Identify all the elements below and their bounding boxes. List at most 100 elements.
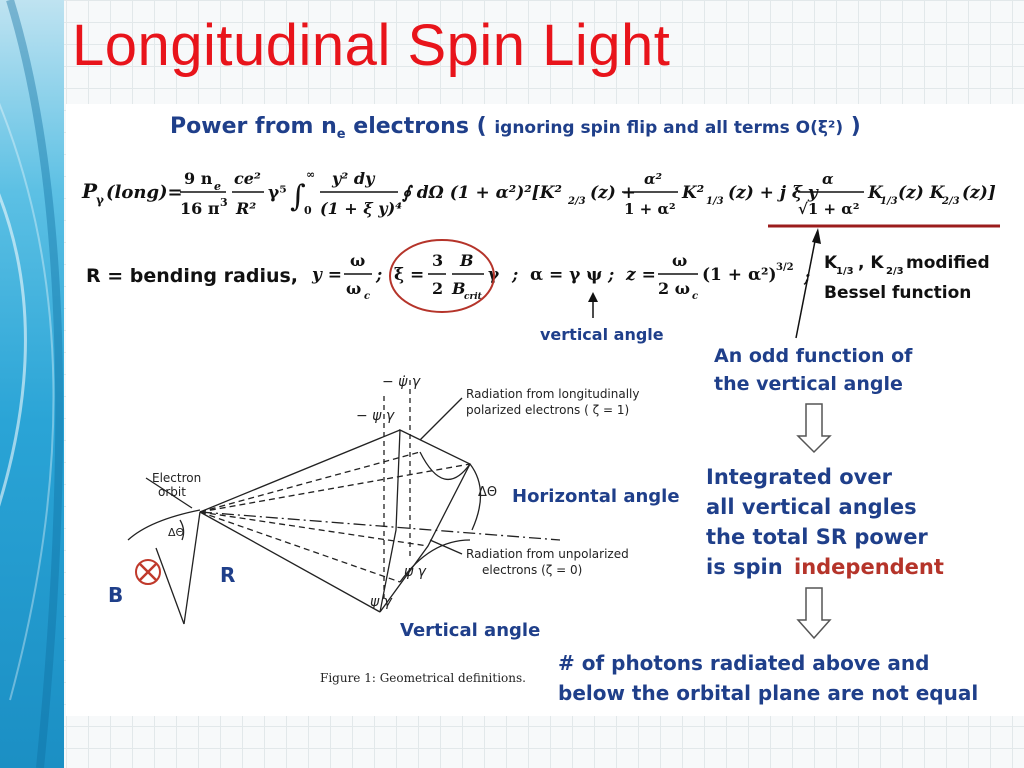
xi-den: 2 xyxy=(432,279,443,298)
f1-numerator-sub: e xyxy=(214,180,221,193)
label-delta-theta-left: ΔΘ xyxy=(168,526,185,539)
bessel-line2: Bessel function xyxy=(824,283,971,303)
y-def-lhs: y = xyxy=(311,265,342,285)
integrated-line4-a: is spin xyxy=(706,555,783,579)
down-arrow-1 xyxy=(796,403,832,454)
bessel-note: K 1/3 , K 2/3 modified Bessel function xyxy=(824,253,990,303)
formula-rest3: K xyxy=(867,183,884,203)
z-tail-sup: 3/2 xyxy=(776,262,794,273)
vertical-angle-arrow-head xyxy=(588,292,598,302)
label-unpol-1: Radiation from unpolarized xyxy=(466,547,629,561)
f3-numerator: y² dy xyxy=(331,169,376,188)
slide-title: Longitudinal Spin Light xyxy=(72,13,671,78)
slide-content xyxy=(66,104,1024,716)
bessel-line1-sub1: 1/3 xyxy=(836,266,854,277)
delta-theta-arc-left xyxy=(179,519,185,541)
xi-highlight-ellipse xyxy=(389,239,495,313)
radius-line xyxy=(183,511,201,625)
heading-close: ) xyxy=(843,114,861,139)
integrated-line4-b: independent xyxy=(794,555,944,579)
formula-rest3-sub1: 1/3 xyxy=(880,196,898,207)
heading-main-sub: e xyxy=(336,127,346,142)
f1-denominator: 16 π xyxy=(180,199,220,218)
decorative-left-band xyxy=(0,0,64,768)
bessel-line1-c: modified xyxy=(906,253,990,273)
label-psi-gamma-bottom: ψ γ xyxy=(370,594,393,610)
photons-note: # of photons radiated above and below th… xyxy=(558,651,978,705)
formula-rest1-tail: (z) + xyxy=(590,183,636,203)
b-field-circle xyxy=(135,559,161,585)
z-numerator: ω xyxy=(672,251,687,270)
integrated-line2: all vertical angles xyxy=(706,495,917,519)
label-delta-theta-right: ΔΘ xyxy=(478,485,497,500)
label-B: B xyxy=(108,583,123,607)
label-vertical-angle: Vertical angle xyxy=(400,620,540,641)
cone-lower-2 xyxy=(199,511,401,583)
label-psi-gamma-mid: ψ γ xyxy=(404,564,427,580)
label-electron-1: Electron xyxy=(152,471,201,485)
integrated-note: Integrated over all vertical angles the … xyxy=(706,465,944,579)
cone-lower-3 xyxy=(199,511,429,547)
leader-unpol xyxy=(429,539,463,555)
odd-function-note: An odd function of the vertical angle xyxy=(714,345,913,395)
radius-line-2 xyxy=(155,547,185,625)
xi-den2: B xyxy=(451,279,466,298)
power-formula: P γ (long)= 9 n e 16 π 3 ce² R² γ⁵ ∫ ∞ 0… xyxy=(81,168,996,218)
f2-denominator: R² xyxy=(235,199,256,218)
formula-rest2-sub: 1/3 xyxy=(706,196,724,207)
formula-rest1: ∮ dΩ (1 + α²)²[K² xyxy=(402,183,562,203)
y-numerator: ω xyxy=(350,251,365,270)
swoosh-decoration xyxy=(0,0,64,768)
cone-outline xyxy=(379,428,471,613)
bessel-line1-a: K xyxy=(824,253,838,273)
formula-lhs: P xyxy=(81,179,98,203)
odd-function-line1: An odd function of xyxy=(714,345,913,367)
sep1: ; xyxy=(375,265,382,285)
b-field-cross-2 xyxy=(138,562,158,582)
f5-denominator: √1 + α² xyxy=(798,200,859,218)
leader-electron xyxy=(145,477,193,509)
bessel-line1-b: , K xyxy=(858,253,884,273)
sep2: ; xyxy=(511,265,518,285)
alpha-def: α = γ ψ xyxy=(530,265,602,285)
f5-numerator: α xyxy=(822,170,834,188)
formula-rest3-tail: (z)] xyxy=(962,183,996,203)
leader-long-pol xyxy=(419,397,463,441)
bending-radius-text: R = bending radius, xyxy=(86,265,298,287)
label-psi-gamma-dot: − ψ̇ γ xyxy=(382,374,421,390)
cone-curve-bottom xyxy=(399,539,471,583)
z-lhs: z = xyxy=(625,265,656,285)
formula-lhs-sub: γ xyxy=(96,193,104,207)
label-horizontal-angle: Horizontal angle xyxy=(512,486,680,507)
f1-denominator-sup: 3 xyxy=(220,196,228,209)
xi-lhs: ξ = xyxy=(394,265,424,285)
heading-main-rest: electrons ( xyxy=(345,114,487,139)
definitions-formulas: y = ω ω c ; ξ = 3 2 B B crit γ ; α = γ ψ… xyxy=(311,251,810,302)
z-denominator: 2 ω xyxy=(658,279,690,298)
y-denominator-sub: c xyxy=(364,291,370,302)
label-psi-gamma-top: − ψ γ xyxy=(356,408,395,424)
cone-upper-3 xyxy=(199,463,471,513)
formula-rest2: K² xyxy=(681,183,704,203)
horizontal-axis xyxy=(199,511,561,541)
sep4: ; xyxy=(803,267,810,287)
label-unpol-2: electrons (ζ = 0) xyxy=(482,563,582,577)
photons-line1: # of photons radiated above and xyxy=(558,651,929,675)
odd-function-arrow-line xyxy=(795,235,817,339)
bessel-line1-sub2: 2/3 xyxy=(886,266,904,277)
electron-orbit-curve xyxy=(127,509,201,541)
diagram-labels: − ψ̇ γ − ψ γ Radiation from longitudinal… xyxy=(152,374,640,685)
label-R: R xyxy=(220,563,235,587)
formula-rest3-sub2: 2/3 xyxy=(941,196,960,207)
integrated-line1: Integrated over xyxy=(706,465,893,489)
vertical-angle-note: vertical angle xyxy=(540,325,664,344)
heading-main: Power from n xyxy=(170,114,337,139)
odd-function-arrow-head xyxy=(812,228,821,244)
z-denominator-sub: c xyxy=(692,291,698,302)
sep3: ; xyxy=(607,265,614,285)
integral-sign: ∫ xyxy=(290,179,306,214)
formula-rest2-tail: (z) + j ξ y xyxy=(728,183,819,203)
cone-lower-1 xyxy=(199,511,381,613)
geometry-diagram xyxy=(127,380,561,625)
